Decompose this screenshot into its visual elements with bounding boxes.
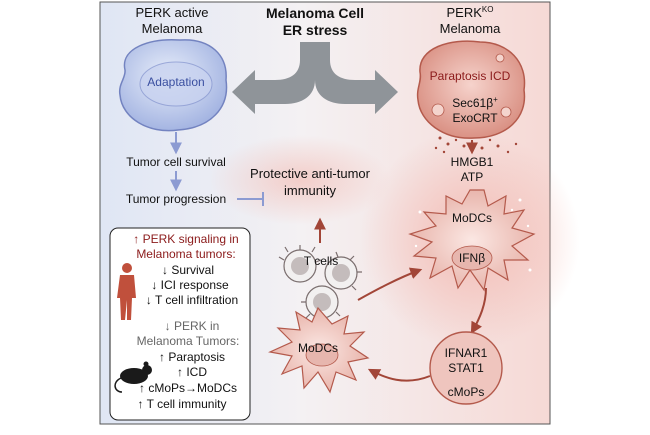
left-heading-line2: Melanoma <box>142 21 203 36</box>
sec61b-sup: + <box>493 95 498 104</box>
atp-label: ATP <box>461 170 483 184</box>
ifnb-label: IFNβ <box>459 251 485 265</box>
perk-up-line2: Melanoma tumors: <box>136 247 235 261</box>
perk-down-line2: Melanoma Tumors: <box>137 334 240 348</box>
cmops-cell: IFNAR1 STAT1 cMoPs <box>429 331 503 405</box>
stat1-label: STAT1 <box>448 361 484 375</box>
sec61b-label: Sec61β+ <box>452 95 498 110</box>
left-heading-line1: PERK active <box>136 5 209 20</box>
modcs-right-label: MoDCs <box>452 211 492 225</box>
vacuole-3 <box>495 53 505 63</box>
vacuole-2 <box>500 106 512 118</box>
right-heading-line2: Melanoma <box>440 21 501 36</box>
down-ici: ↓ ICI response <box>151 278 229 292</box>
modc-right-body <box>408 189 536 292</box>
grey-arrow-shape <box>232 42 398 114</box>
perk-active-nucleus <box>139 61 213 107</box>
hmgb1-label: HMGB1 <box>451 155 494 169</box>
t-cell-2 <box>324 251 362 291</box>
center-glow <box>210 135 390 225</box>
t-cell-cluster: T cells <box>278 245 362 323</box>
title-line2: ER stress <box>283 22 348 38</box>
particles <box>434 136 518 154</box>
ifnar1-label: IFNAR1 <box>445 346 488 360</box>
sec61b-main: Sec61β <box>452 96 493 110</box>
arrow-modc-to-right-modc <box>357 267 423 301</box>
mouse-icon <box>114 361 152 393</box>
cmops-body <box>429 331 503 405</box>
modc-center-nucleus <box>305 343 339 367</box>
modc-center: MoDCs <box>268 306 370 394</box>
right-heading-line1: PERKKO <box>447 5 494 20</box>
up-cmops: ↑ cMoPs→MoDCs <box>139 381 237 395</box>
perk-down-line1: ↓ PERK in <box>165 319 220 333</box>
tumor-survival-label: Tumor cell survival <box>126 155 226 169</box>
modc-right: MoDCs IFNβ <box>408 189 536 292</box>
up-paraptosis: ↑ Paraptosis <box>159 350 225 364</box>
arrow-cmops-to-modc <box>367 368 431 382</box>
immunity-line2: immunity <box>284 183 337 198</box>
arrow-modc-to-cmops <box>470 287 487 335</box>
paraptosis-label: Paraptosis ICD <box>430 69 511 83</box>
perk-ko-cell <box>416 40 526 139</box>
adaptation-label: Adaptation <box>147 75 204 89</box>
inhibition-arrow <box>237 192 264 206</box>
t-cells-label: T cells <box>304 254 338 268</box>
down-survival: ↓ Survival <box>162 263 214 277</box>
up-icd: ↑ ICD <box>177 365 207 379</box>
up-tcell: ↑ T cell immunity <box>138 397 227 411</box>
human-figure-icon <box>117 263 136 320</box>
title-line1: Melanoma Cell <box>266 5 364 21</box>
t-cell-3 <box>301 285 341 323</box>
cmops-label: cMoPs <box>448 385 485 399</box>
vacuole-1 <box>431 103 445 117</box>
immunity-line1: Protective anti-tumor <box>250 166 371 181</box>
modcs-center-label: MoDCs <box>298 341 338 355</box>
big-double-arrow <box>232 42 398 114</box>
t-cell-1 <box>278 245 322 283</box>
right-heading-main: PERK <box>447 5 483 20</box>
right-heading-sup: KO <box>482 5 494 14</box>
exocrt-label: ExoCRT <box>452 111 498 125</box>
modc-right-nucleus <box>451 245 493 271</box>
down-tcell: ↓ T cell infiltration <box>146 293 238 307</box>
perk-up-line1: ↑ PERK signaling in <box>133 232 238 246</box>
tumor-progression-label: Tumor progression <box>126 192 226 206</box>
